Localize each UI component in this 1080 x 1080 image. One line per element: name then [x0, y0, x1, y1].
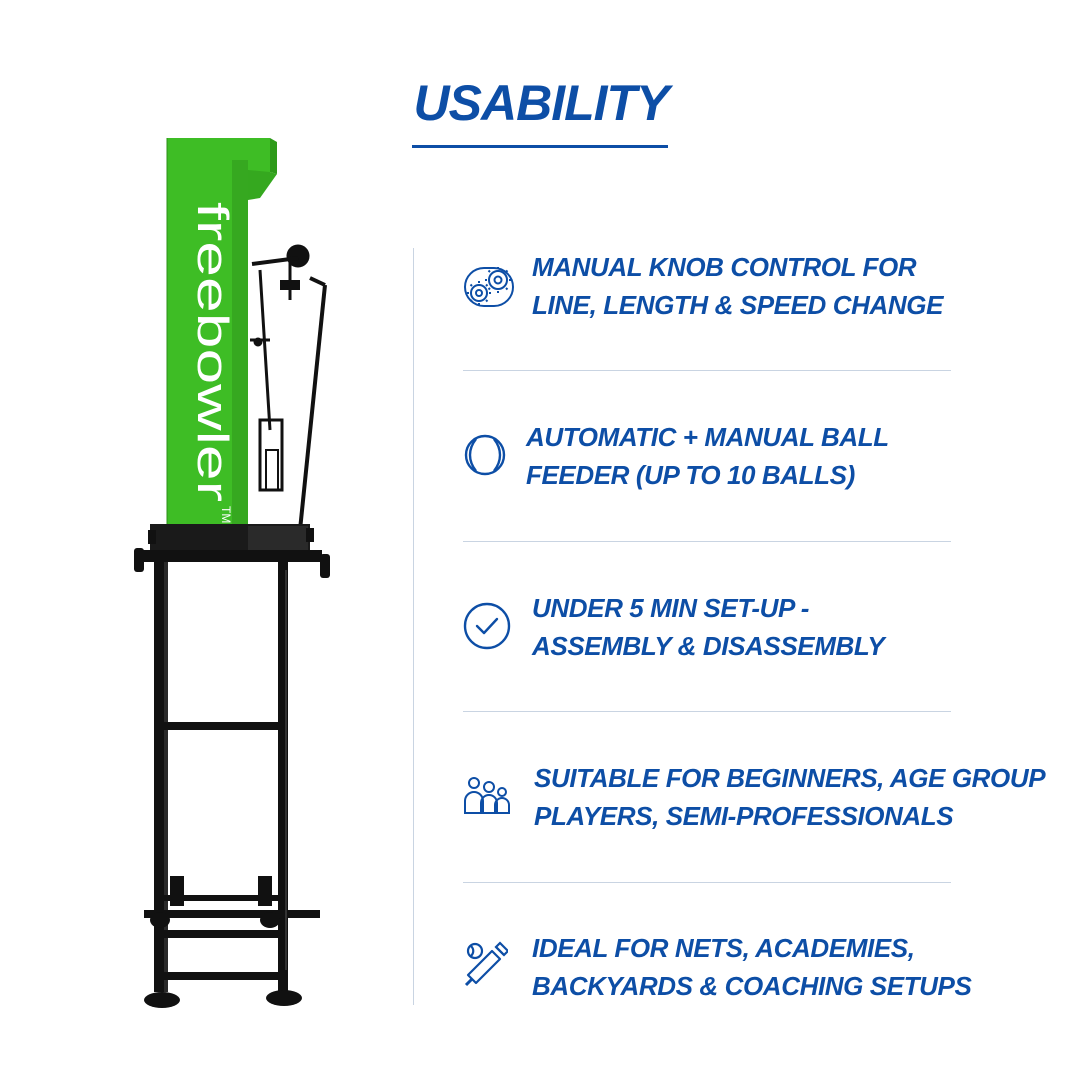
title-underline — [412, 145, 668, 148]
vertical-divider — [413, 248, 414, 1005]
feature-text: MANUAL KNOB CONTROL FOR LINE, LENGTH & S… — [532, 248, 943, 324]
feature-divider — [463, 541, 951, 542]
feature-line-1: AUTOMATIC + MANUAL BALL — [526, 422, 889, 452]
feature-divider — [463, 882, 951, 883]
feature-item-usage: IDEAL FOR NETS, ACADEMIES, BACKYARDS & C… — [462, 929, 1062, 1019]
feature-line-2: ASSEMBLY & DISASSEMBLY — [532, 631, 885, 661]
feature-text: AUTOMATIC + MANUAL BALL FEEDER (UP TO 10… — [526, 418, 889, 494]
feature-text: SUITABLE FOR BEGINNERS, AGE GROUP PLAYER… — [534, 759, 1046, 835]
brand-trademark: TM — [219, 506, 233, 523]
machine-platform — [134, 524, 330, 578]
feature-line-2: BACKYARDS & COACHING SETUPS — [532, 971, 972, 1001]
gears-icon — [464, 267, 514, 307]
feature-item-knob-control: MANUAL KNOB CONTROL FOR LINE, LENGTH & S… — [462, 248, 1062, 338]
bowling-machine-image: freebowler TM — [134, 138, 330, 1008]
feature-text: UNDER 5 MIN SET-UP - ASSEMBLY & DISASSEM… — [532, 589, 885, 665]
feature-item-ball-feeder: AUTOMATIC + MANUAL BALL FEEDER (UP TO 10… — [462, 418, 1062, 508]
feature-item-setup: UNDER 5 MIN SET-UP - ASSEMBLY & DISASSEM… — [462, 589, 1062, 679]
checkmark-icon — [463, 602, 511, 650]
feature-line-1: UNDER 5 MIN SET-UP - — [532, 593, 810, 623]
feature-line-1: MANUAL KNOB CONTROL FOR — [532, 252, 917, 282]
feature-line-2: PLAYERS, SEMI-PROFESSIONALS — [534, 801, 954, 831]
cricket-bat-ball-icon — [464, 941, 508, 987]
page-title: USABILITY — [413, 75, 670, 131]
ball-icon — [464, 434, 506, 476]
machine-stand — [144, 562, 320, 1008]
machine-body — [166, 138, 277, 556]
feature-line-1: IDEAL FOR NETS, ACADEMIES, — [532, 933, 915, 963]
feature-line-1: SUITABLE FOR BEGINNERS, AGE GROUP — [534, 763, 1046, 793]
feature-divider — [463, 711, 951, 712]
feature-text: IDEAL FOR NETS, ACADEMIES, BACKYARDS & C… — [532, 929, 972, 1005]
feature-line-2: LINE, LENGTH & SPEED CHANGE — [532, 290, 944, 320]
feature-divider — [463, 370, 951, 371]
feature-item-suitability: SUITABLE FOR BEGINNERS, AGE GROUP PLAYER… — [462, 759, 1062, 849]
feature-line-2: FEEDER (UP TO 10 BALLS) — [526, 460, 855, 490]
people-icon — [464, 777, 510, 814]
knob-mechanism — [250, 244, 327, 531]
brand-logo-text: freebowler — [188, 202, 237, 502]
